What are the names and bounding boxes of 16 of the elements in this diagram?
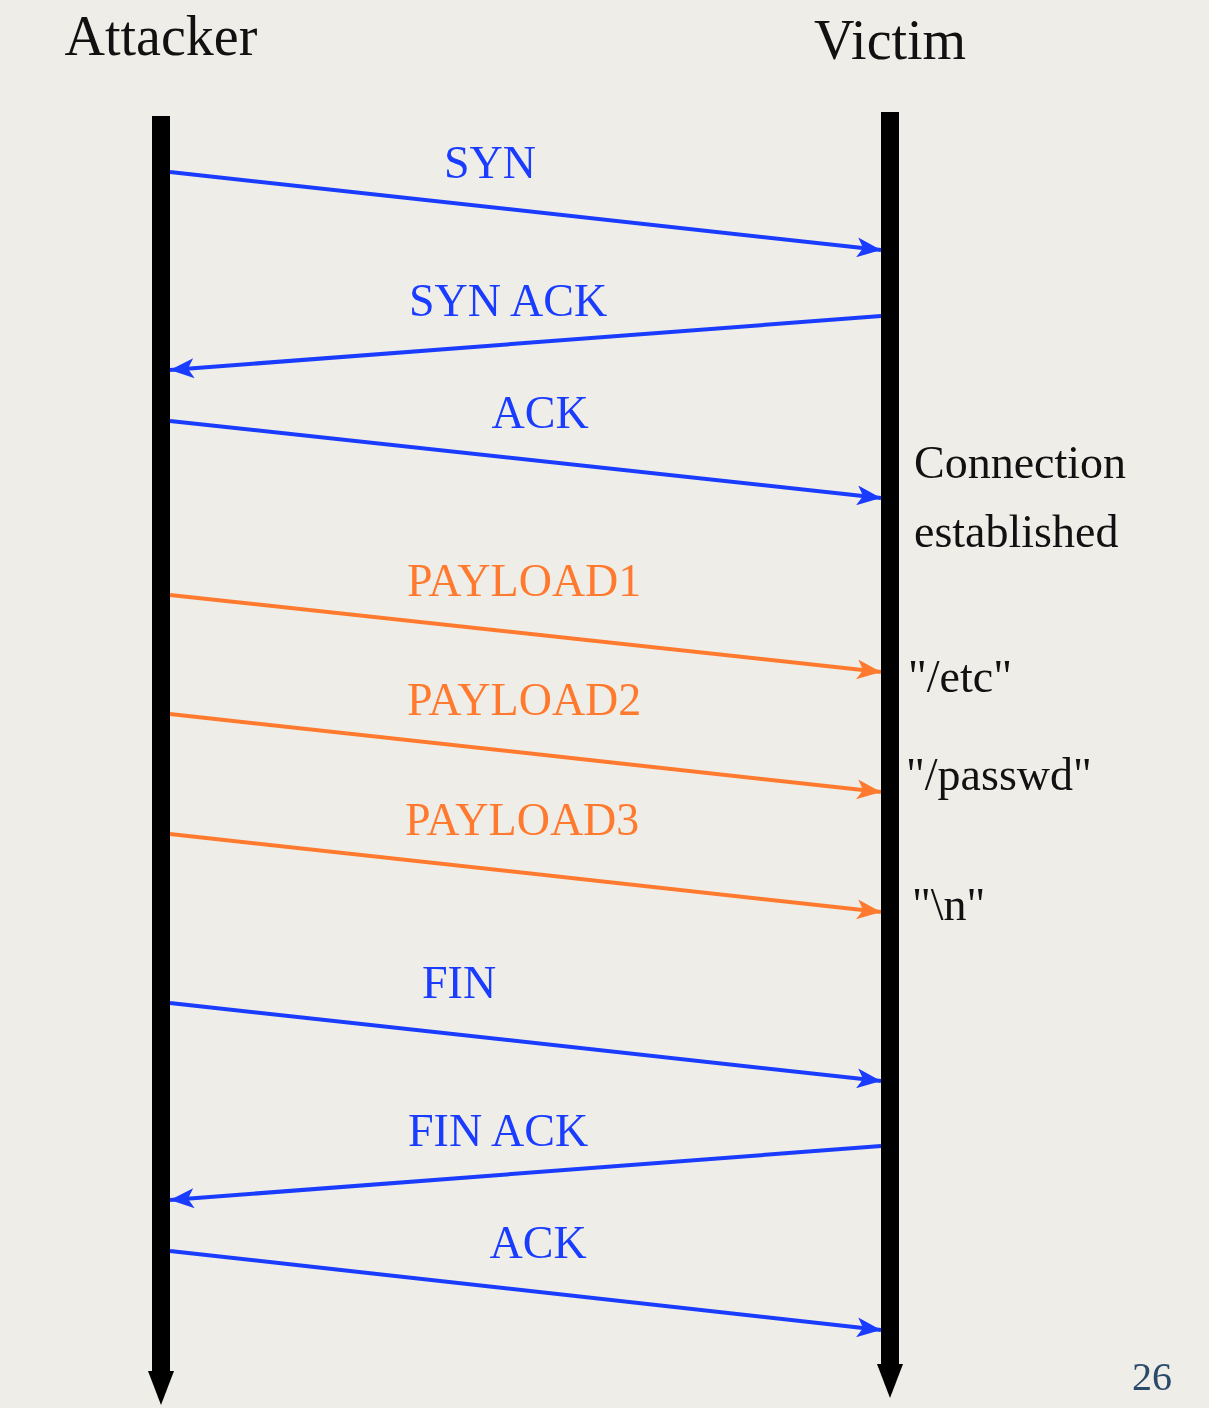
participant-name: Victim (814, 12, 967, 68)
page-number: 26 (1132, 1355, 1172, 1399)
message-arrow (169, 832, 882, 920)
participant-name: Attacker (64, 8, 258, 64)
message-arrow (169, 1249, 882, 1338)
message-arrow (169, 419, 882, 506)
message-arrow (169, 712, 882, 800)
message-arrow (169, 314, 882, 379)
message-arrow (169, 1001, 882, 1089)
payload-content: "\n" (912, 878, 986, 932)
message-arrow (169, 1144, 882, 1209)
payload-content: "/etc" (908, 650, 1012, 704)
message-arrow (169, 593, 882, 680)
payload-content: "/passwd" (906, 748, 1092, 802)
message-arrow (169, 170, 882, 258)
annotation-note: Connection established (914, 436, 1128, 559)
